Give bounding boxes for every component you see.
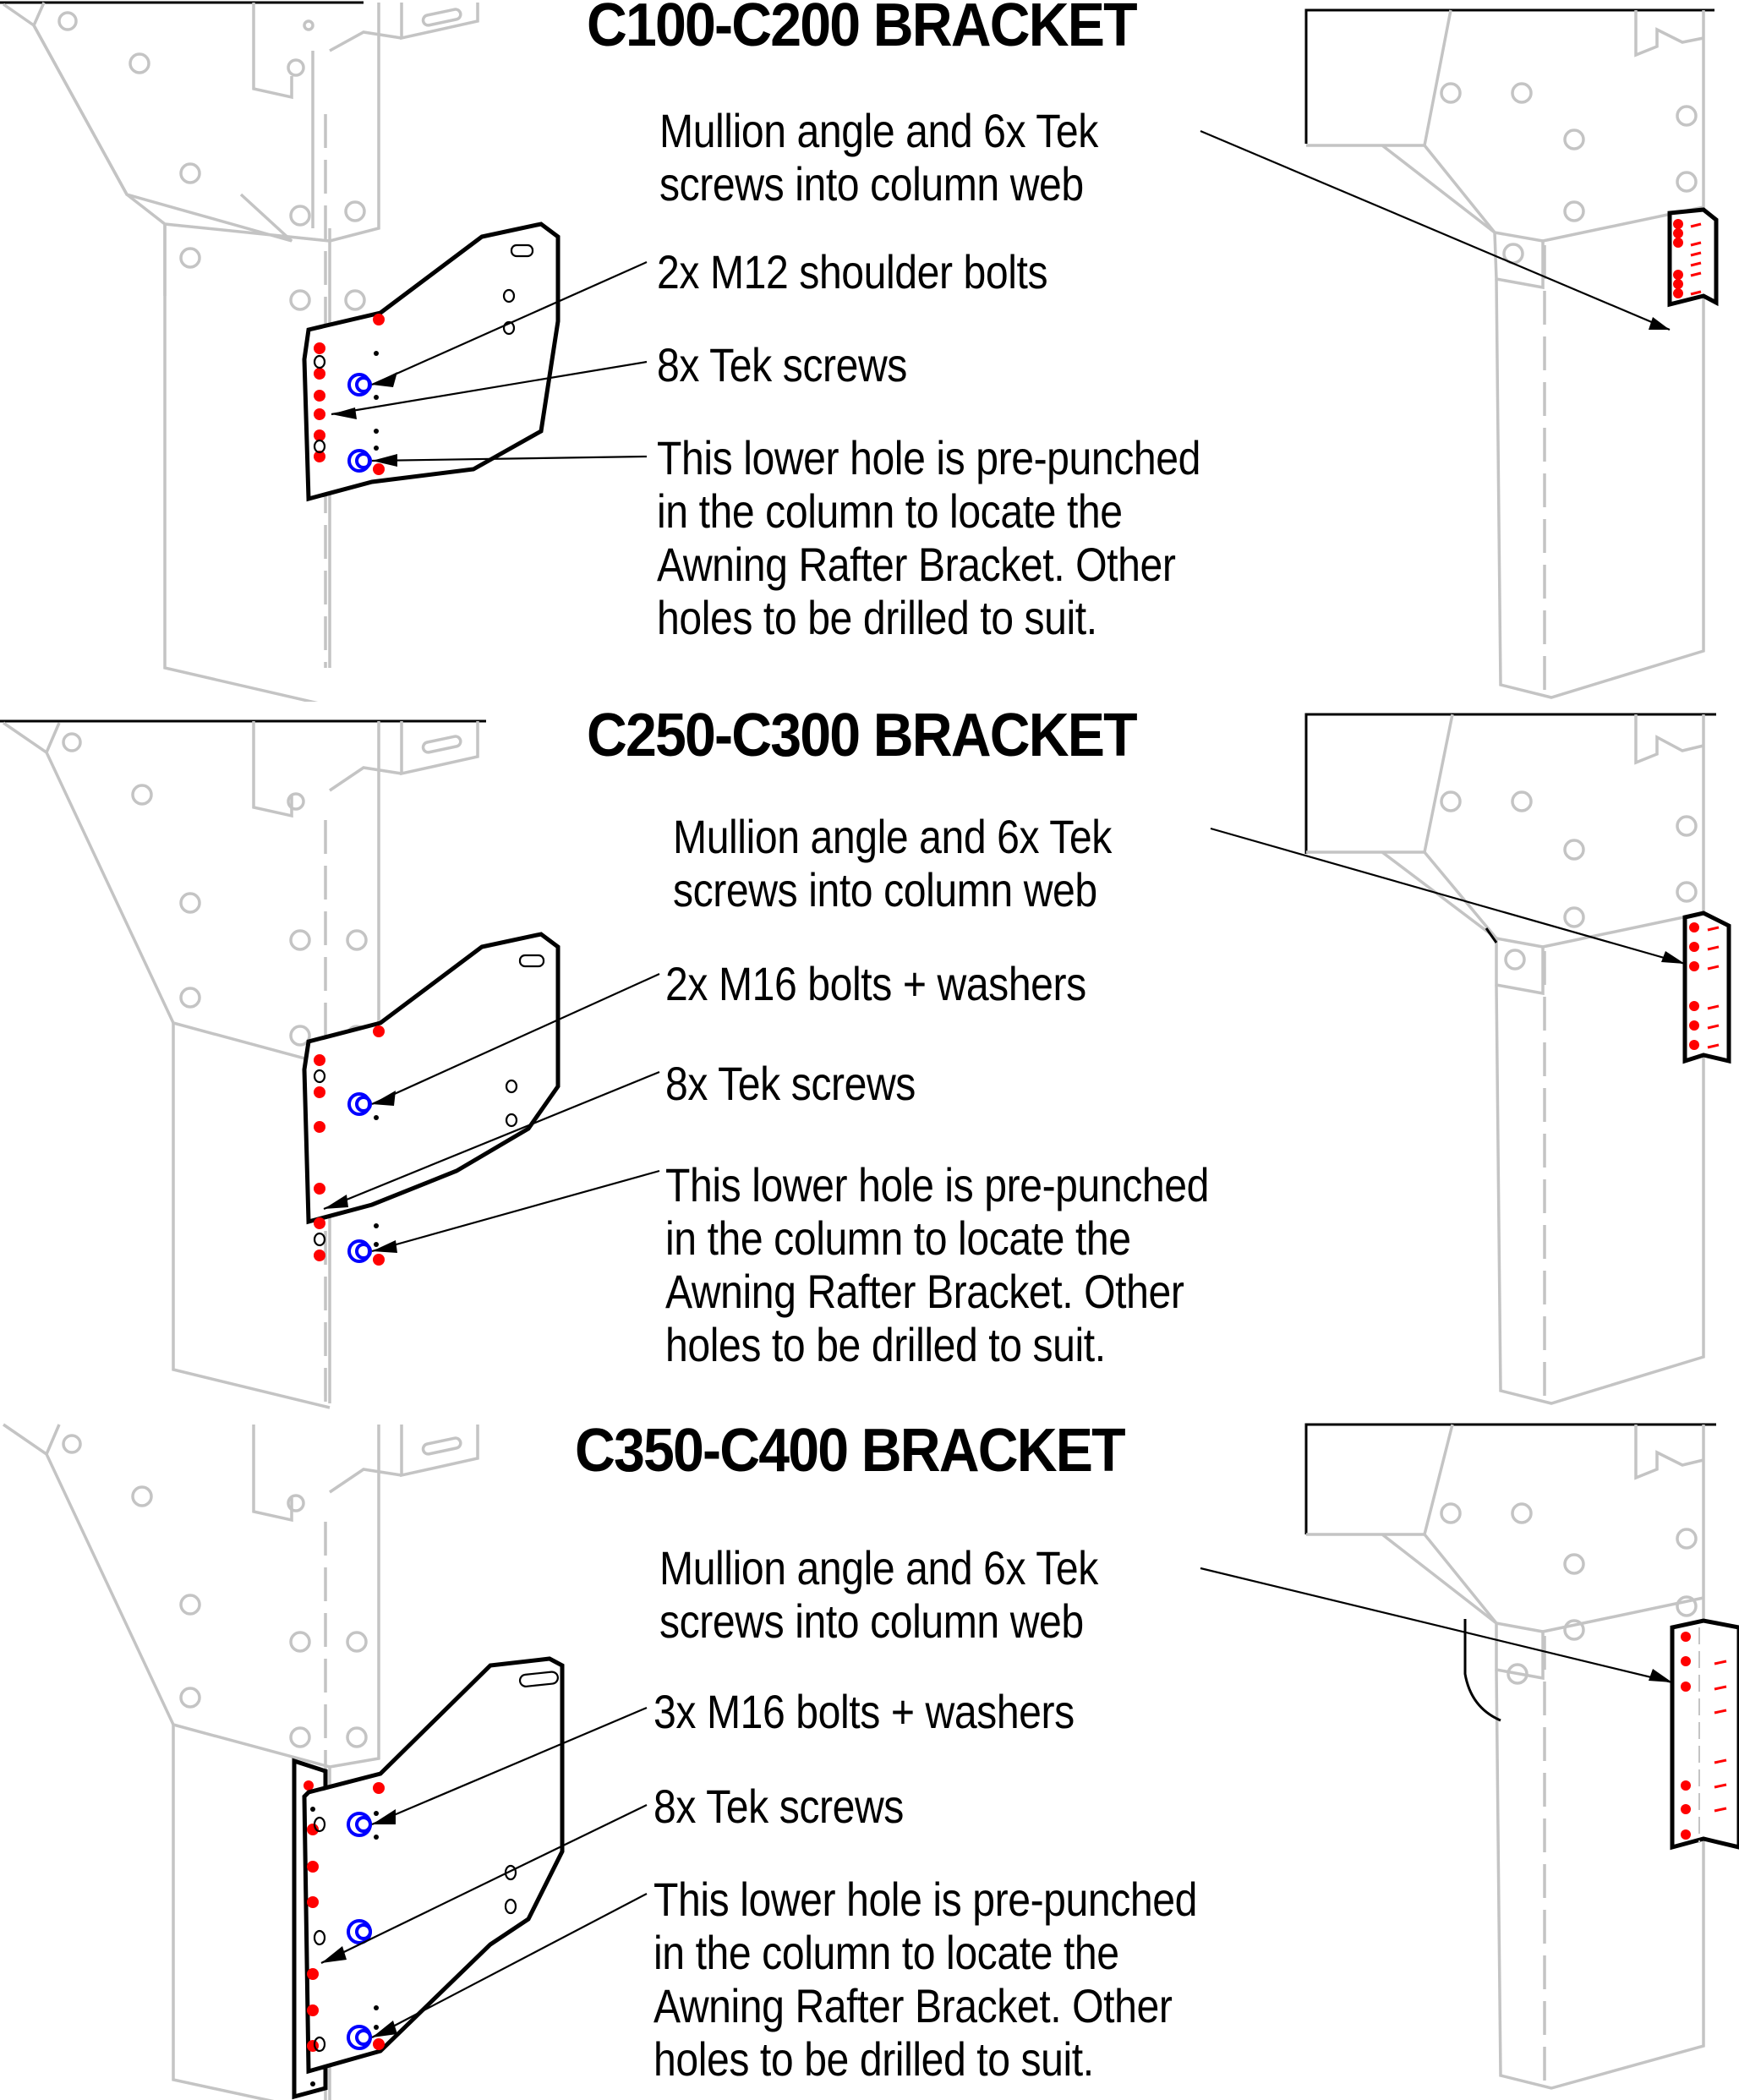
slot-hole xyxy=(518,954,545,968)
section-title: C350-C400 BRACKET xyxy=(575,1417,1126,1485)
note-line: screws into column web xyxy=(659,157,1084,211)
leader-lines xyxy=(323,827,1686,1253)
mullion-note: Mullion angle and 6x Tek screws into col… xyxy=(659,1541,1098,1648)
section-c100-c200: C100-C200 BRACKET Mullion angle and 6x T… xyxy=(0,0,1739,702)
awning-rafter-bracket xyxy=(302,221,561,502)
note-line: holes to be drilled to suit. xyxy=(653,2032,1094,2086)
note-line: Mullion angle and 6x Tek xyxy=(673,810,1112,863)
section-2-drawing xyxy=(0,713,1731,1409)
note-line: Mullion angle and 6x Tek xyxy=(659,1541,1098,1594)
column-ghost-left xyxy=(0,719,486,1409)
column-ghost-left xyxy=(0,1,479,702)
note-line: Awning Rafter Bracket. Other xyxy=(657,538,1176,591)
note-line: This lower hole is pre-punched xyxy=(653,1873,1197,1926)
bolts-label: 2x M12 shoulder bolts xyxy=(657,245,1048,298)
bolts-label: 2x M16 bolts + washers xyxy=(665,957,1086,1010)
note-line: screws into column web xyxy=(673,863,1097,916)
note-line: in the column to locate the xyxy=(653,1926,1119,1979)
section-title: C250-C300 BRACKET xyxy=(587,702,1138,769)
bolt-icon xyxy=(347,2025,372,2050)
hole-note: This lower hole is pre-punched in the co… xyxy=(653,1873,1197,2086)
leader-lines xyxy=(331,129,1671,467)
mullion-angle xyxy=(1670,1618,1739,1851)
note-line: in the column to locate the xyxy=(665,1211,1131,1265)
bolt-icon xyxy=(347,449,372,473)
note-line: This lower hole is pre-punched xyxy=(657,431,1200,484)
section-c250-c300: C250-C300 BRACKET Mullion angle and 6x T… xyxy=(0,705,1739,1412)
hole-note: This lower hole is pre-punched in the co… xyxy=(665,1158,1209,1371)
note-line: in the column to locate the xyxy=(657,484,1123,538)
mullion-note: Mullion angle and 6x Tek screws into col… xyxy=(673,810,1112,916)
column-ghost-right xyxy=(1304,713,1716,1405)
column-ghost-right xyxy=(1304,8,1714,699)
slot-hole xyxy=(518,1671,559,1687)
note-line: Awning Rafter Bracket. Other xyxy=(665,1265,1184,1318)
note-line: holes to be drilled to suit. xyxy=(665,1318,1106,1371)
section-1-drawing xyxy=(0,1,1719,702)
bolt-icon xyxy=(347,1919,372,1944)
tek-screws-label: 8x Tek screws xyxy=(653,1780,904,1833)
note-line: Mullion angle and 6x Tek xyxy=(659,104,1098,157)
bolt-icon xyxy=(347,1812,372,1837)
mullion-angle xyxy=(1667,207,1719,308)
note-line: Awning Rafter Bracket. Other xyxy=(653,1979,1173,2032)
bolts-label: 3x M16 bolts + washers xyxy=(653,1685,1075,1738)
column-ghost-right xyxy=(1304,1423,1716,2090)
bolt-icon xyxy=(347,373,372,396)
leader-lines xyxy=(320,1567,1673,2038)
note-line: screws into column web xyxy=(659,1594,1084,1648)
section-title: C100-C200 BRACKET xyxy=(587,0,1138,59)
slot-hole xyxy=(510,243,534,258)
section-c350-c400: C350-C400 BRACKET Mullion angle and 6x T… xyxy=(0,1420,1739,2100)
tek-screws-label: 8x Tek screws xyxy=(665,1057,916,1110)
section-3-drawing xyxy=(3,1423,1739,2100)
tek-screws-label: 8x Tek screws xyxy=(657,338,907,391)
awning-rafter-bracket xyxy=(302,1656,565,2086)
bolt-icon xyxy=(347,1092,372,1116)
mullion-angle xyxy=(1682,911,1731,1064)
mullion-note: Mullion angle and 6x Tek screws into col… xyxy=(659,104,1098,211)
bolt-icon xyxy=(347,1239,372,1263)
hole-note: This lower hole is pre-punched in the co… xyxy=(657,431,1200,644)
note-line: This lower hole is pre-punched xyxy=(665,1158,1209,1211)
note-line: holes to be drilled to suit. xyxy=(657,591,1097,644)
awning-rafter-bracket xyxy=(302,932,561,1266)
